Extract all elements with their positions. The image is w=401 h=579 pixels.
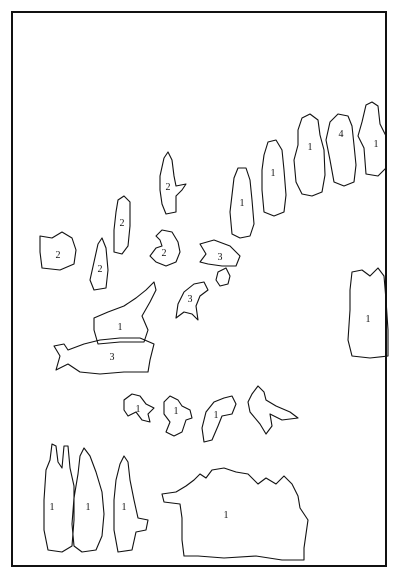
label-figure-c: 1 bbox=[240, 198, 245, 209]
label-bird-3: 1 bbox=[214, 410, 219, 421]
label-figure-b: 1 bbox=[271, 168, 276, 179]
outline-tall-1 bbox=[72, 448, 104, 552]
label-wide-piece: 1 bbox=[224, 510, 229, 521]
outline-bird-3 bbox=[248, 386, 298, 434]
outline-boot-1 bbox=[94, 282, 156, 344]
outline-figure-a bbox=[294, 114, 325, 196]
label-bird-1: 1 bbox=[136, 404, 141, 415]
label-tall-0: 1 bbox=[50, 502, 55, 513]
label-tall-2: 1 bbox=[122, 502, 127, 513]
label-boot-3: 3 bbox=[110, 352, 115, 363]
outline-wide-piece bbox=[162, 468, 308, 560]
label-figure-e: 1 bbox=[374, 139, 379, 150]
outline-right-block bbox=[348, 268, 388, 358]
label-hook-3: 3 bbox=[218, 252, 223, 263]
label-small-2c: 2 bbox=[56, 250, 61, 261]
label-small-2a: 2 bbox=[166, 182, 171, 193]
label-figure-a: 1 bbox=[308, 142, 313, 153]
label-small-2b: 2 bbox=[120, 218, 125, 229]
outline-figure-d bbox=[326, 114, 356, 186]
outline-small-2a bbox=[160, 152, 186, 214]
label-tall-1: 1 bbox=[86, 502, 91, 513]
label-figure-d: 4 bbox=[339, 129, 344, 140]
outline-small-blob bbox=[216, 268, 230, 286]
outline-tall-2 bbox=[114, 456, 148, 552]
outline-bird-2 bbox=[202, 396, 236, 442]
outline-tall-0 bbox=[44, 444, 74, 552]
label-bird-2: 1 bbox=[174, 406, 179, 417]
label-boot-1: 1 bbox=[118, 322, 123, 333]
label-small-2e: 2 bbox=[162, 248, 167, 259]
outline-figure-e bbox=[358, 102, 386, 176]
label-right-block: 1 bbox=[366, 314, 371, 325]
label-small-2d: 2 bbox=[98, 264, 103, 275]
label-piece-3: 3 bbox=[188, 294, 193, 305]
